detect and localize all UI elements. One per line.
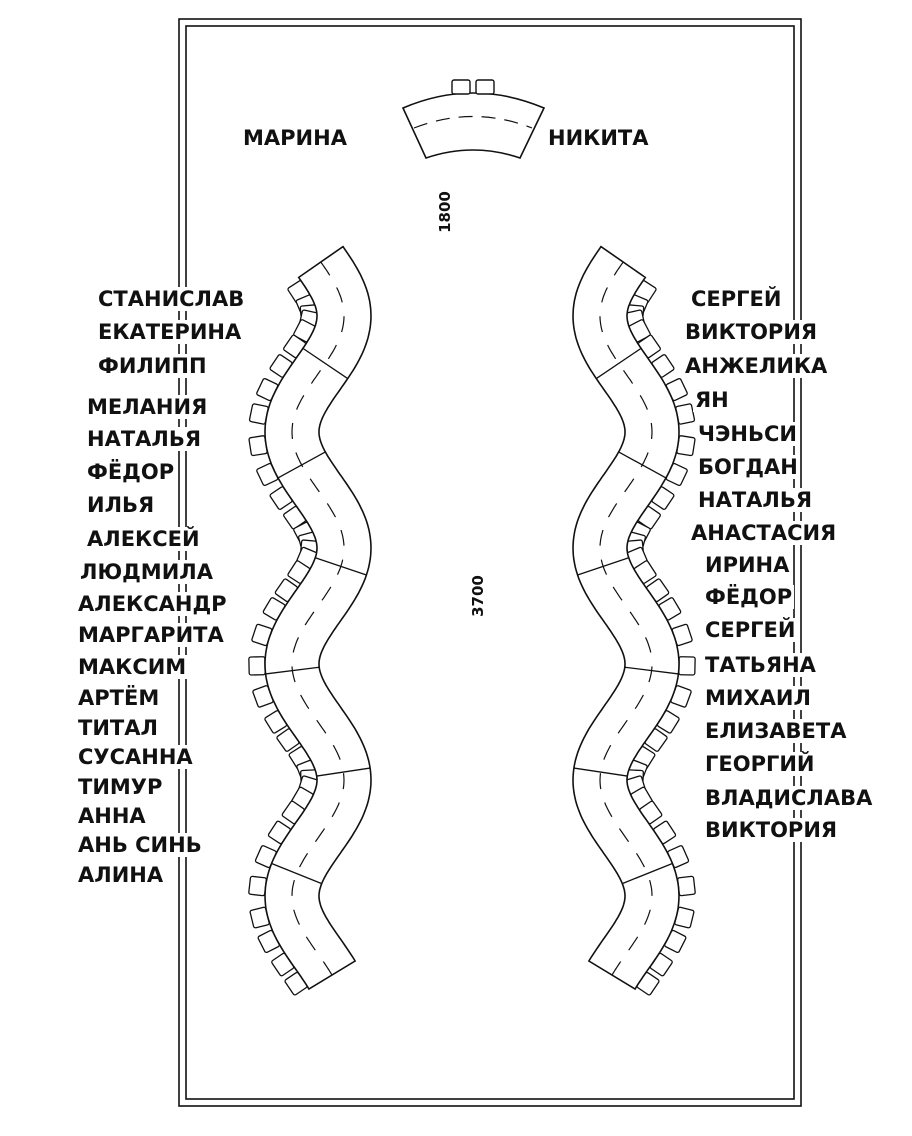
guest-name-right: МИХАИЛ — [703, 686, 813, 710]
table-centerline — [291, 261, 345, 976]
guest-name-right: СЕРГЕЙ — [703, 618, 798, 642]
guest-name-right: ТАТЬЯНА — [703, 653, 818, 677]
head-table — [401, 79, 546, 159]
guest-name-right: СЕРГЕЙ — [689, 287, 784, 311]
guest-name-right: ЕЛИЗАВЕТА — [703, 719, 849, 743]
groom-name: НИКИТА — [546, 126, 651, 150]
guest-name-left: ФИЛИПП — [96, 354, 209, 378]
guest-name-left: СУСАННА — [76, 745, 195, 769]
table-segment-joint — [271, 862, 322, 885]
chair — [248, 656, 266, 676]
chair — [451, 79, 471, 95]
guest-name-right: ЯН — [693, 388, 731, 412]
table-segment-joint — [595, 347, 642, 380]
chair — [248, 875, 267, 897]
right-serpentine-table — [572, 245, 696, 996]
guest-name-right: БОГДАН — [696, 455, 800, 479]
table-segment-joint — [573, 767, 628, 777]
guest-name-left: АЛЕКСАНДР — [76, 592, 229, 616]
chair — [678, 656, 696, 676]
guest-name-right: НАТАЛЬЯ — [696, 488, 815, 512]
guest-name-left: МАКСИМ — [76, 655, 189, 679]
guest-name-left: МЕЛАНИЯ — [85, 395, 210, 419]
left-serpentine-table — [248, 245, 372, 996]
guest-name-left: АЛЕКСЕЙ — [85, 527, 202, 551]
guest-name-right: ВИКТОРИЯ — [703, 818, 840, 842]
guest-name-left: СТАНИСЛАВ — [96, 287, 247, 311]
table-centerline — [599, 261, 653, 976]
guest-name-right: ГЕОРГИЙ — [703, 752, 817, 776]
guest-name-right: АНАСТАСИЯ — [689, 521, 839, 545]
guest-name-left: ФЁДОР — [85, 460, 177, 484]
guest-name-right: АНЖЕЛИКА — [683, 354, 830, 378]
guest-name-left: НАТАЛЬЯ — [85, 427, 204, 451]
bride-name: МАРИНА — [241, 126, 349, 150]
guest-name-left: АЛИНА — [76, 863, 166, 887]
dimension-length-label: 3700 — [468, 575, 487, 617]
guest-name-left: ТИТАЛ — [76, 716, 160, 740]
guest-name-right: ВЛАДИСЛАВА — [703, 786, 875, 810]
dimension-gap-label: 1800 — [435, 191, 454, 233]
guest-name-left: ИЛЬЯ — [85, 493, 157, 517]
guest-name-right: ФЁДОР — [703, 585, 795, 609]
guest-name-left: ТИМУР — [76, 775, 165, 799]
guest-name-right: ИРИНА — [703, 553, 792, 577]
head-table-centerline — [413, 115, 533, 129]
guest-name-left: АРТЁМ — [76, 686, 162, 710]
guest-name-left: АННА — [76, 804, 148, 828]
table-segment-joint — [316, 767, 371, 777]
guest-name-right: ВИКТОРИЯ — [683, 320, 820, 344]
guest-name-right: ЧЭНЬСИ — [696, 422, 799, 446]
table-segment-joint — [622, 862, 673, 885]
table-segment-joint — [302, 347, 349, 380]
head-table-top — [401, 92, 546, 159]
guest-name-left: МАРГАРИТА — [76, 623, 226, 647]
chair — [677, 875, 696, 897]
chair — [475, 79, 495, 95]
guest-name-left: АНЬ СИНЬ — [76, 833, 204, 857]
guest-name-left: ЛЮДМИЛА — [78, 560, 215, 584]
guest-name-left: ЕКАТЕРИНА — [96, 320, 244, 344]
